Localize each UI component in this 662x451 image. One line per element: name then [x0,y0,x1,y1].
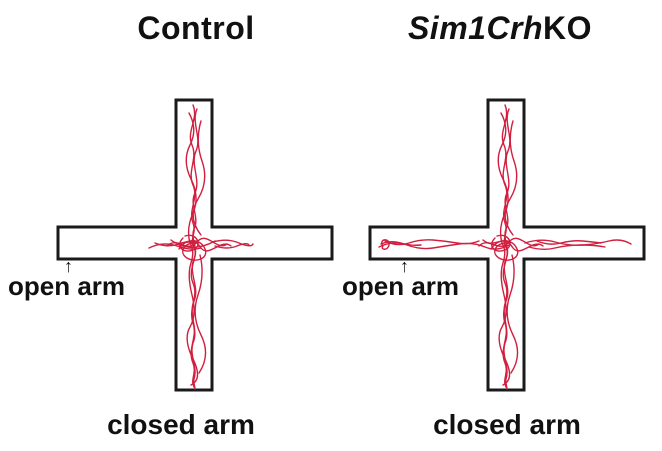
maze-ko [368,98,646,392]
trace-path [528,244,606,250]
trace-path [191,108,199,390]
trace-path [504,120,519,374]
trace-path [384,239,480,246]
trace-path [178,240,207,261]
trace-path [214,243,250,249]
panel-title-control: Control [137,10,255,46]
trace-path [381,239,390,250]
up-arrow-icon-control: ↑ [64,256,73,276]
trace-path [536,240,602,245]
trace-path [148,243,202,250]
open-arm-label-ko: open arm [342,271,460,301]
trace-path [497,112,511,386]
trace-path [380,241,422,246]
track-trace-ko [378,104,632,390]
trace-path [185,112,199,386]
panel-title-ko: Sim1CrhKO [360,10,640,47]
trace-path [154,241,196,247]
track-trace-control [148,104,254,390]
trace-path [503,108,511,390]
up-arrow-icon-ko: ↑ [400,256,409,276]
trace-path [212,239,254,247]
maze-control [56,98,334,392]
closed-arm-label-control: closed arm [107,409,255,440]
trace-path [192,120,207,374]
closed-arm-label-ko: closed arm [433,409,581,440]
trace-path [482,239,544,252]
trace-path [491,234,511,252]
ko-suffix-label: KO [543,10,593,46]
gene-name-label: Sim1Crh [407,10,544,46]
trace-path [176,240,216,249]
open-arm-label-control: open arm [8,271,126,301]
